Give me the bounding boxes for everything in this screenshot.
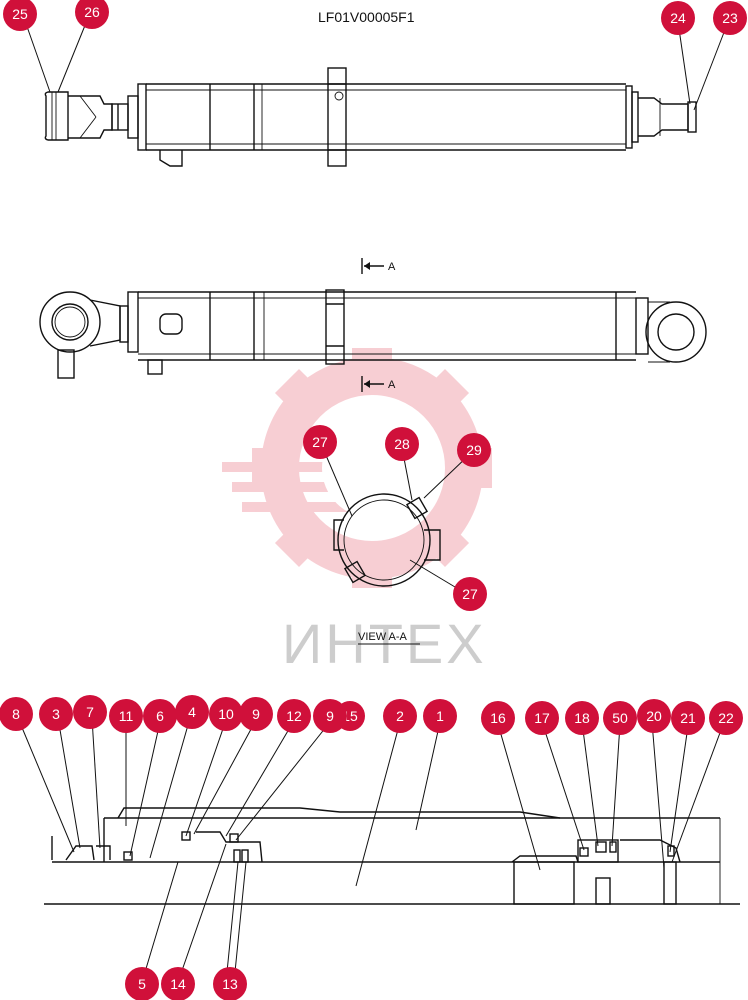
callout-27-bottom[interactable]: 27 (453, 577, 487, 611)
callout-17-label: 17 (534, 710, 550, 726)
callout-27-top[interactable]: 27 (303, 425, 337, 459)
callout-3-label: 3 (52, 706, 60, 722)
callout-24[interactable]: 24 (661, 1, 695, 35)
drawing-title: LF01V00005F1 (318, 9, 415, 25)
cylinder-side-view (44, 67, 697, 167)
callout-16[interactable]: 16 (481, 701, 515, 735)
view-label: VIEW A-A (358, 631, 408, 643)
callout-29-label: 29 (466, 442, 482, 458)
callout-1-label: 1 (436, 708, 444, 724)
callout-9-right[interactable]: 9 (313, 699, 347, 733)
callout-14[interactable]: 14 (161, 967, 195, 1000)
callout-8-label: 8 (12, 706, 20, 722)
callout-8[interactable]: 8 (0, 697, 33, 731)
section-label-top: A (388, 261, 396, 273)
leader-lines (17, 17, 729, 983)
callout-50[interactable]: 50 (603, 701, 637, 735)
callout-7-label: 7 (86, 704, 94, 720)
callout-27-top-label: 27 (312, 434, 328, 450)
callout-11-label: 11 (119, 708, 134, 724)
watermark-text: ИНТЕХ (282, 612, 487, 675)
callout-7[interactable]: 7 (73, 695, 107, 729)
callout-22-label: 22 (718, 710, 734, 726)
callout-24-label: 24 (670, 10, 686, 26)
callout-20[interactable]: 20 (637, 699, 671, 733)
callout-13[interactable]: 13 (213, 967, 247, 1000)
callout-12[interactable]: 12 (277, 699, 311, 733)
callout-4[interactable]: 4 (175, 695, 209, 729)
callout-26[interactable]: 26 (75, 0, 109, 29)
callout-2[interactable]: 2 (383, 699, 417, 733)
callout-5[interactable]: 5 (125, 967, 159, 1000)
callout-1[interactable]: 1 (423, 699, 457, 733)
view-a-a-clamp: VIEW A-A (333, 493, 441, 645)
cylinder-plan-view (39, 289, 707, 379)
callout-50-label: 50 (612, 710, 628, 726)
callout-21-label: 21 (680, 710, 696, 726)
callout-17[interactable]: 17 (525, 701, 559, 735)
section-marker-bottom: A (361, 376, 396, 392)
callout-22[interactable]: 22 (709, 701, 743, 735)
callout-9-left[interactable]: 9 (239, 697, 273, 731)
callout-23[interactable]: 23 (713, 1, 747, 35)
section-label-bottom: A (388, 379, 396, 391)
callout-14-label: 14 (170, 976, 186, 992)
callout-25[interactable]: 25 (3, 0, 37, 31)
callout-11[interactable]: 11 (109, 699, 143, 733)
watermark-logo: ИНТЕХ (222, 348, 492, 675)
callout-28[interactable]: 28 (385, 427, 419, 461)
section-marker-top: A (361, 258, 396, 274)
callout-12-label: 12 (286, 708, 302, 724)
callout-13-label: 13 (222, 976, 238, 992)
callout-29[interactable]: 29 (457, 433, 491, 467)
callout-10[interactable]: 10 (209, 697, 243, 731)
callout-20-label: 20 (646, 708, 662, 724)
callout-18[interactable]: 18 (565, 701, 599, 735)
callout-18-label: 18 (574, 710, 590, 726)
callout-16-label: 16 (490, 710, 506, 726)
callout-2-label: 2 (396, 708, 404, 724)
callout-9-right-label: 9 (326, 708, 334, 724)
callout-9-left-label: 9 (252, 706, 260, 722)
callout-6[interactable]: 6 (143, 699, 177, 733)
callout-6-label: 6 (156, 708, 164, 724)
callout-28-label: 28 (394, 436, 410, 452)
callout-25-label: 25 (12, 6, 28, 22)
callout-23-label: 23 (722, 10, 738, 26)
callout-26-label: 26 (84, 4, 100, 20)
sectional-detail (44, 807, 740, 905)
callout-3[interactable]: 3 (39, 697, 73, 731)
callout-27-bottom-label: 27 (462, 586, 478, 602)
callout-5-label: 5 (138, 976, 146, 992)
callout-21[interactable]: 21 (671, 701, 705, 735)
callout-4-label: 4 (188, 704, 196, 720)
callout-10-label: 10 (218, 706, 234, 722)
